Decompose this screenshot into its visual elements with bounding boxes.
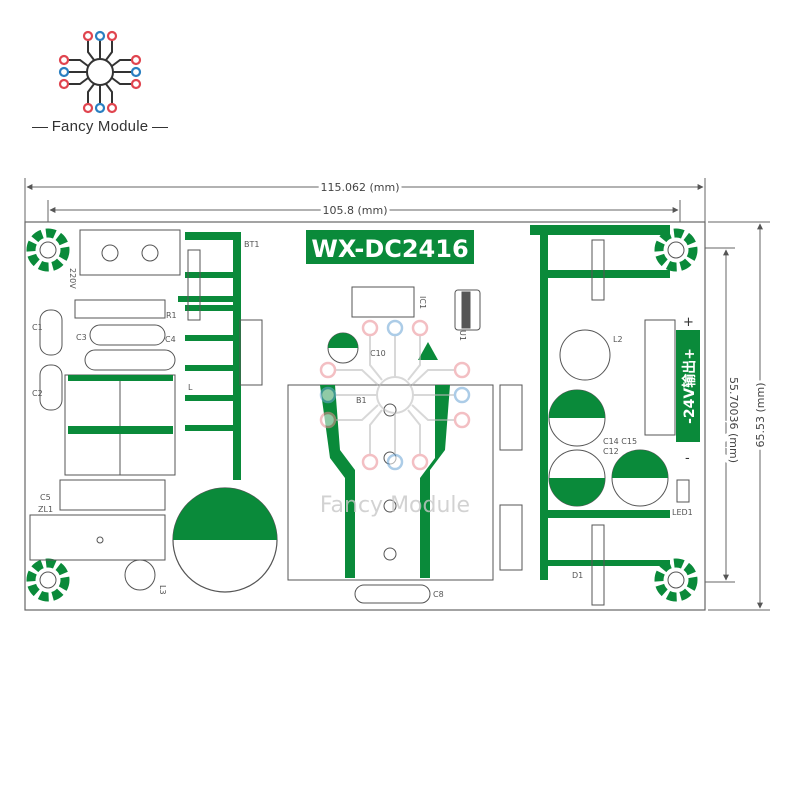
input-terminal-block: [79, 229, 181, 276]
polarity-minus: -: [685, 451, 690, 466]
input-traces: [68, 296, 238, 434]
output-capacitors: [548, 389, 669, 507]
mounting-hole-bottom-left: [26, 558, 70, 602]
hole-spacing-width-label: 105.8 (mm): [322, 204, 387, 217]
label-c12: C12: [603, 447, 619, 456]
output-component-outlines: [499, 239, 690, 606]
warning-triangle-icon: [418, 342, 438, 360]
overall-height-label: 65.53 (mm): [754, 382, 767, 447]
label-l1: L: [188, 383, 193, 392]
output-voltage-label: -24V输出+: [681, 348, 698, 424]
label-c14-c15: C14 C15: [603, 437, 637, 446]
watermark-text: Fancy Module: [320, 493, 470, 518]
label-l3: L3: [158, 585, 167, 595]
label-c10: C10: [370, 349, 386, 358]
label-d1: D1: [572, 571, 583, 580]
output-label-plate: [676, 330, 700, 442]
bt1-heatsink-trace: [185, 232, 241, 480]
mounting-hole-top-right: [654, 228, 698, 272]
brand-name: Fancy Module: [30, 118, 170, 135]
overall-width-label: 115.062 (mm): [321, 181, 400, 194]
c10-capacitor: [327, 332, 359, 364]
input-voltage-label: 220V: [68, 268, 77, 289]
label-c1: C1: [32, 323, 43, 332]
label-l2: L2: [613, 335, 623, 344]
model-title: WX-DC2416: [311, 235, 468, 263]
bt1-component-outline: [187, 249, 263, 386]
silkscreen-labels: BT1 C1 C2 C3 C4 C5 ZL1 R1 L L3 C10 IC1 U…: [32, 240, 693, 599]
hole-spacing-height-label: 55.70036 (mm): [727, 377, 740, 463]
label-bt1: BT1: [244, 240, 259, 249]
polarity-plus: +: [683, 315, 694, 330]
label-u1: U1: [458, 330, 467, 341]
transformer-traces: [320, 385, 450, 578]
mounting-hole-top-left: [26, 228, 70, 272]
label-led1: LED1: [672, 508, 693, 517]
brand-logo-icon: [58, 30, 142, 114]
bulk-capacitor: [172, 487, 278, 593]
transformer-outline: [287, 384, 494, 604]
label-zl1: ZL1: [38, 505, 53, 514]
dimension-lines: [24, 178, 770, 611]
label-c8: C8: [433, 590, 444, 599]
watermark-logo-icon: [319, 319, 471, 471]
label-b1: B1: [356, 396, 367, 405]
output-heatsink-trace: [530, 225, 670, 580]
label-r1: R1: [166, 311, 177, 320]
mounting-hole-bottom-right: [654, 558, 698, 602]
label-c2: C2: [32, 389, 43, 398]
label-c3: C3: [76, 333, 87, 342]
label-ic1: IC1: [418, 296, 427, 309]
label-c4: C4: [165, 335, 176, 344]
label-c5: C5: [40, 493, 51, 502]
model-title-plate: [306, 230, 474, 264]
ic1-chip: [351, 286, 481, 331]
mounting-holes: [26, 228, 698, 602]
